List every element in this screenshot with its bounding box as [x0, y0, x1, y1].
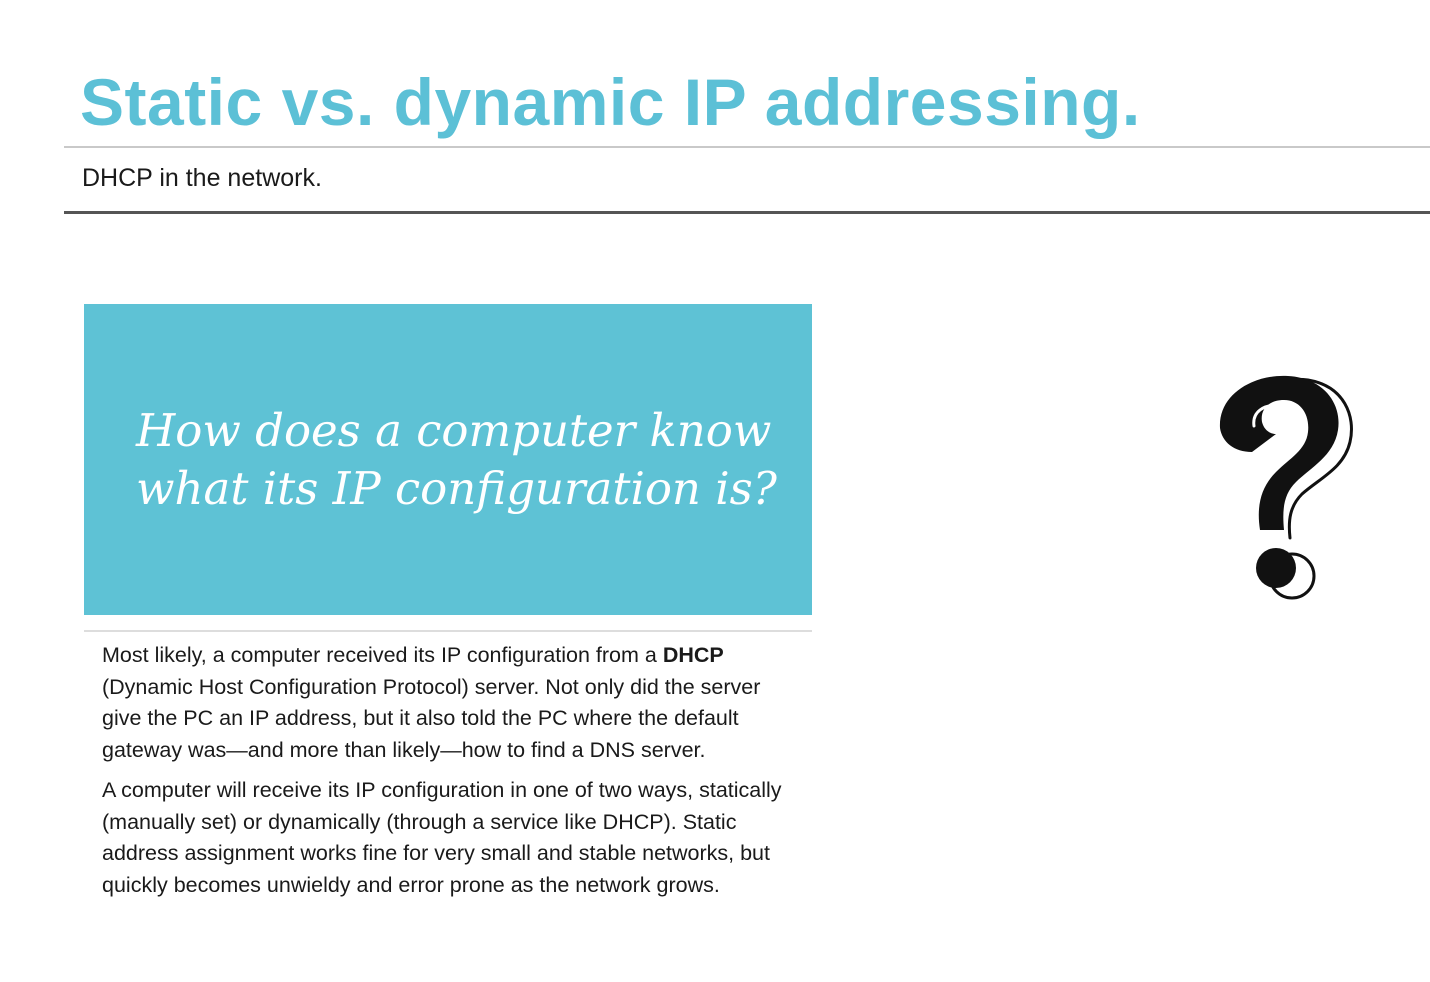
question-line-2: what its IP configuration is? — [136, 462, 777, 515]
paragraph-2: A computer will receive its IP configura… — [102, 778, 782, 897]
slide-title: Static vs. dynamic IP addressing. — [80, 65, 1141, 139]
paragraph-1-start: Most likely, a computer received its IP … — [102, 643, 663, 667]
header-divider — [64, 211, 1430, 214]
dhcp-bold-term: DHCP — [662, 643, 724, 667]
body-text: Most likely, a computer received its IP … — [102, 640, 802, 910]
paragraph-1-end: (Dynamic Host Configuration Protocol) se… — [102, 674, 761, 762]
slide-subtitle: DHCP in the network. — [82, 164, 322, 192]
question-callout-box: How does a computer know what its IP con… — [84, 304, 812, 615]
callout-divider — [84, 630, 812, 632]
question-line-1: How does a computer know — [136, 404, 772, 457]
question-mark-icon — [1219, 375, 1353, 600]
paragraph-1: Most likely, a computer received its IP … — [102, 640, 802, 766]
question-callout-text: How does a computer know what its IP con… — [136, 402, 796, 518]
title-divider — [64, 146, 1430, 148]
